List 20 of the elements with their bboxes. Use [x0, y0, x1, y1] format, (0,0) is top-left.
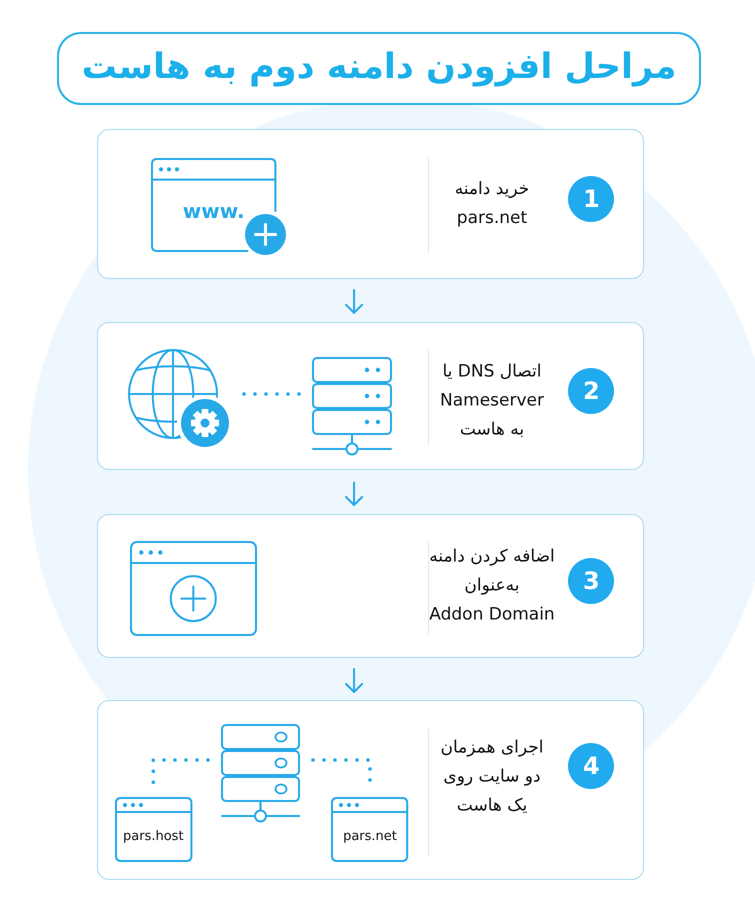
step-card [96, 514, 644, 658]
number-badge: 4 [568, 743, 614, 790]
server-icon [310, 356, 393, 458]
step-card [96, 128, 644, 279]
step-card [96, 700, 644, 880]
browser-window: www. [150, 158, 276, 252]
dotted-line [152, 758, 210, 786]
server-icon [220, 723, 301, 824]
number-badge: 2 [568, 368, 614, 414]
arrow [345, 289, 364, 314]
title: مراحل افزودن دامنه دوم به هاست [57, 32, 701, 105]
number-badge: 1 [568, 176, 614, 222]
globe-icon [126, 348, 219, 440]
step-text: اجرای همزمان دو سایت روی یک هاست [440, 736, 544, 818]
arrow [345, 668, 364, 693]
browser-window: pars.host [114, 797, 192, 862]
number-badge: 3 [568, 558, 614, 604]
arrow [345, 482, 364, 506]
step-card [96, 322, 644, 470]
browser-window: pars.net [331, 797, 409, 862]
